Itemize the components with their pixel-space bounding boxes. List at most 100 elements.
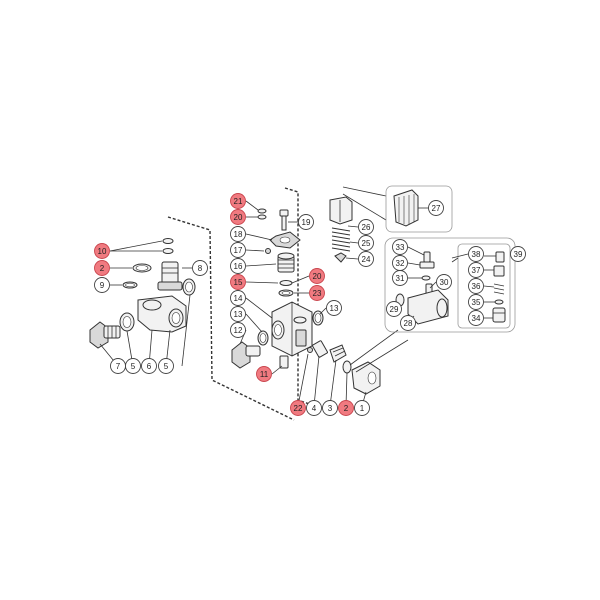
- callout-bubble: [468, 294, 484, 310]
- callout-8: 8: [192, 260, 208, 276]
- callout-5: 5: [125, 358, 141, 374]
- callout-number: 10: [98, 247, 107, 256]
- callout-35: 35: [468, 294, 484, 310]
- callout-4: 4: [306, 400, 322, 416]
- callout-number: 18: [234, 230, 243, 239]
- callout-bubble: [309, 268, 325, 284]
- cap-spring-subassembly: [329, 185, 453, 263]
- callout-bubble: [306, 400, 322, 416]
- callout-bubble: [230, 242, 246, 258]
- callout-31: 31: [392, 270, 408, 286]
- callout-30: 30: [436, 274, 452, 290]
- callout-38: 38: [468, 246, 484, 262]
- right-assembly-boundary: [284, 187, 313, 406]
- callout-33: 33: [392, 239, 408, 255]
- callout-36: 36: [468, 278, 484, 294]
- callout-number: 24: [362, 255, 371, 264]
- callout-bubble: [436, 274, 452, 290]
- callout-14: 14: [230, 290, 246, 306]
- callout-number: 15: [234, 278, 243, 287]
- callout-number: 13: [330, 304, 339, 313]
- callout-number: 29: [390, 305, 399, 314]
- callout-number: 30: [440, 278, 449, 287]
- callout-bubble: [125, 358, 141, 374]
- callout-bubble: [94, 243, 110, 259]
- central-subassembly: [231, 200, 327, 375]
- callout-34: 34: [468, 310, 484, 326]
- callout-bubble: [400, 315, 416, 331]
- callout-number: 3: [328, 404, 333, 413]
- callout-number: 19: [302, 218, 311, 227]
- callout-number: 34: [472, 314, 481, 323]
- callout-29: 29: [386, 301, 402, 317]
- left-assembly-boundary: [167, 216, 295, 421]
- callout-number: 11: [260, 370, 269, 379]
- callout-bubble: [298, 214, 314, 230]
- callout-number: 2: [344, 404, 349, 413]
- callout-number: 13: [234, 310, 243, 319]
- callout-number: 5: [164, 362, 169, 371]
- callout-bubble: [309, 285, 325, 301]
- callout-number: 28: [404, 319, 413, 328]
- callout-bubble: [141, 358, 157, 374]
- callout-1: 1: [354, 400, 370, 416]
- callout-bubble: [358, 251, 374, 267]
- callout-number: 36: [472, 282, 481, 291]
- callout-number: 21: [234, 197, 243, 206]
- callout-15: 15: [230, 274, 246, 290]
- callout-bubble: [230, 209, 246, 225]
- callout-bubble: [392, 270, 408, 286]
- callout-bubble: [230, 306, 246, 322]
- callout-bubble: [230, 274, 246, 290]
- callout-20: 20: [309, 268, 325, 284]
- inlet-subassembly: [297, 329, 409, 407]
- callout-16: 16: [230, 258, 246, 274]
- callout-number: 9: [100, 281, 105, 290]
- callout-number: 5: [131, 362, 136, 371]
- callout-bubble: [230, 258, 246, 274]
- callout-number: 16: [234, 262, 243, 271]
- callout-bubble: [230, 193, 246, 209]
- callout-39: 39: [510, 246, 526, 262]
- callout-6: 6: [141, 358, 157, 374]
- callout-9: 9: [94, 277, 110, 293]
- callout-bubble: [468, 278, 484, 294]
- callout-2: 2: [338, 400, 354, 416]
- callout-bubble: [230, 226, 246, 242]
- callout-10: 10: [94, 243, 110, 259]
- callout-bubble: [230, 322, 246, 338]
- callout-number: 20: [313, 272, 322, 281]
- callout-number: 26: [362, 223, 371, 232]
- callout-number: 17: [234, 246, 243, 255]
- callout-bubble: [230, 290, 246, 306]
- callout-13: 13: [326, 300, 342, 316]
- callout-2: 2: [94, 260, 110, 276]
- callout-bubble: [358, 219, 374, 235]
- callout-number: 1: [360, 404, 365, 413]
- callout-17: 17: [230, 242, 246, 258]
- callout-number: 20: [234, 213, 243, 222]
- callout-11: 11: [256, 366, 272, 382]
- callout-5: 5: [158, 358, 174, 374]
- callout-number: 31: [396, 274, 405, 283]
- callout-bubble: [326, 300, 342, 316]
- callout-25: 25: [358, 235, 374, 251]
- callout-number: 6: [147, 362, 152, 371]
- callout-bubble: [468, 246, 484, 262]
- callout-number: 7: [116, 362, 121, 371]
- callout-37: 37: [468, 262, 484, 278]
- callout-24: 24: [358, 251, 374, 267]
- callout-number: 25: [362, 239, 371, 248]
- callout-number: 22: [294, 404, 303, 413]
- callout-number: 37: [472, 266, 481, 275]
- callout-bubble: [290, 400, 306, 416]
- callout-number: 32: [396, 259, 405, 268]
- callout-number: 38: [472, 250, 481, 259]
- callout-number: 33: [396, 243, 405, 252]
- callout-bubble: [158, 358, 174, 374]
- callout-7: 7: [110, 358, 126, 374]
- callout-number: 4: [312, 404, 317, 413]
